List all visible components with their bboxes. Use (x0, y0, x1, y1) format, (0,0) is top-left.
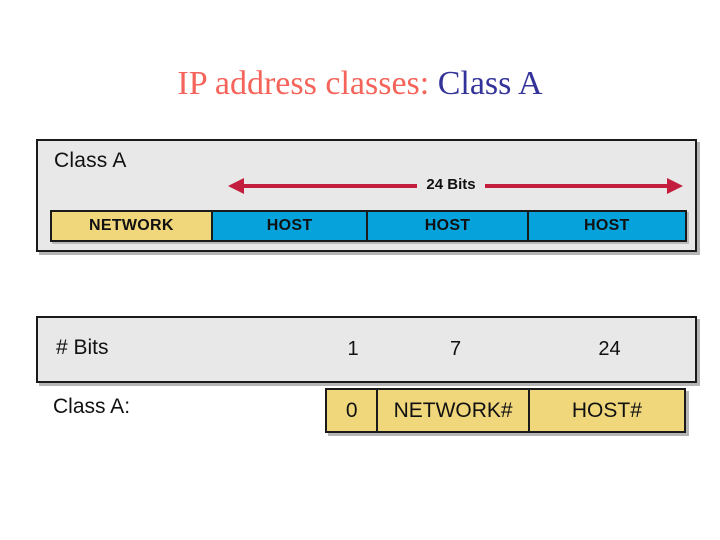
class-a-bit-format-blocks: 0 NETWORK# HOST# (325, 388, 686, 433)
bit-count-value-24: 24 (598, 338, 621, 360)
class-a-field-blocks: NETWORK HOST HOST HOST (50, 210, 687, 242)
bit-format-block-host-number: HOST# (529, 390, 684, 431)
bit-format-block-leading-zero: 0 (327, 390, 379, 431)
arrow-line-left (242, 184, 417, 188)
page-title: IP address classes: Class A (0, 64, 720, 104)
bit-format-block-network-number: NETWORK# (378, 390, 530, 431)
page-title-secondary: Class A (437, 65, 543, 102)
field-block-host-3: HOST (528, 212, 685, 240)
bit-count-panel: # Bits 1 7 24 (36, 316, 697, 383)
bit-count-value-1: 1 (347, 338, 359, 360)
class-a-panel-label: Class A (54, 149, 127, 172)
arrow-right-head-icon (667, 178, 683, 194)
bit-count-panel-label: # Bits (56, 336, 109, 359)
arrow-label-24-bits: 24 Bits (417, 176, 485, 193)
field-block-network: NETWORK (52, 212, 213, 240)
field-block-host-1: HOST (212, 212, 369, 240)
bit-count-value-7: 7 (449, 338, 462, 360)
arrow-line-right (484, 184, 669, 188)
class-a-layout-panel: Class A 24 Bits NETWORK HOST HOST HOST (36, 139, 697, 252)
field-block-host-2: HOST (368, 212, 529, 240)
arrow-left-head-icon (228, 178, 244, 194)
page-title-primary: IP address classes: (177, 65, 430, 102)
class-a-row-label: Class A: (53, 395, 131, 418)
host-bits-span-arrow: 24 Bits (228, 174, 683, 198)
